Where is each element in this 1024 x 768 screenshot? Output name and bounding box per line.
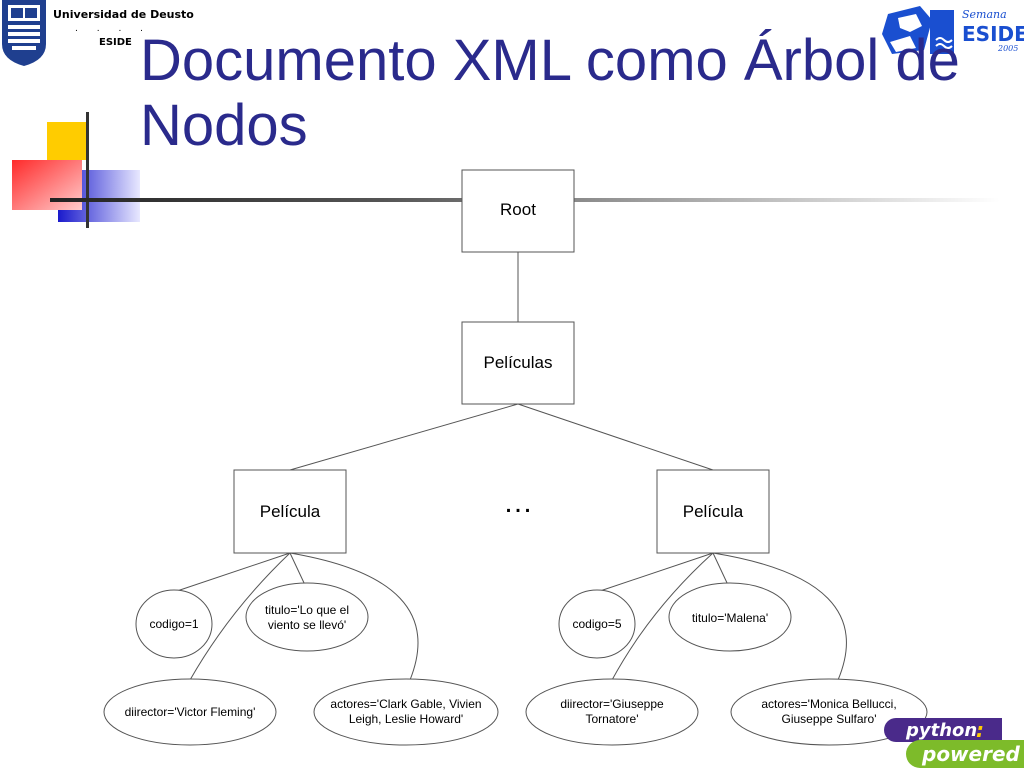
edge-right-director <box>611 552 714 681</box>
python-powered-badge: python : powered <box>884 716 1024 768</box>
leaf-right-actores-label-2: Giuseppe Sulfaro' <box>781 712 877 726</box>
node-peliculas <box>461 321 575 405</box>
leaf-right-director-label-2: Tornatore' <box>585 712 639 726</box>
node-pelicula-right <box>656 469 770 554</box>
semana-eside-logo-line1: Semana <box>962 8 1007 21</box>
node-pelicula-right-label: Película <box>682 502 744 521</box>
node-pelicula-left <box>233 469 347 554</box>
semana-eside-logo-year: 2005 <box>998 44 1019 53</box>
leaf-left-titulo-label-2: viento se llevó' <box>267 618 347 632</box>
leaf-right-titulo-label: titulo='Malena' <box>691 611 769 625</box>
leaf-left-codigo <box>135 589 213 659</box>
edge-left-director <box>189 552 291 681</box>
edge-left-codigo <box>173 552 291 593</box>
python-badge-top <box>884 718 1002 742</box>
python-badge-line2: powered <box>922 742 1020 766</box>
leaf-right-actores <box>730 678 928 746</box>
deco-yellow-square <box>47 122 87 160</box>
university-shield-logo <box>2 0 46 66</box>
edge-peliculas-left <box>289 403 519 471</box>
leaf-left-titulo <box>245 582 369 652</box>
leaf-left-titulo-label-1: titulo='Lo que el <box>264 603 350 617</box>
leaf-right-director-label-1: diirector='Giuseppe <box>560 697 664 711</box>
edge-right-actores <box>712 552 847 681</box>
leaf-left-actores <box>313 678 499 746</box>
leaf-right-codigo <box>558 589 636 659</box>
faculty-name: ESIDE <box>99 37 132 48</box>
leaf-left-director-label: diirector='Victor Fleming' <box>124 705 256 719</box>
node-root <box>461 169 575 253</box>
leaf-left-codigo-label: codigo=1 <box>149 617 199 631</box>
python-badge-line1: python <box>906 720 978 741</box>
edge-peliculas-right <box>517 403 714 471</box>
leaf-right-titulo <box>668 582 792 652</box>
ellipsis-more-nodes: … <box>503 486 533 519</box>
leaf-left-actores-label-1: actores='Clark Gable, Vivien <box>330 697 482 711</box>
leaf-right-actores-label-1: actores='Monica Bellucci, <box>761 697 897 711</box>
leaf-left-director <box>103 678 277 746</box>
university-name: Universidad de Deusto <box>53 8 194 21</box>
semana-eside-logo-line2: ESIDE <box>962 22 1024 46</box>
leaf-left-actores-label-2: Leigh, Leslie Howard' <box>348 712 464 726</box>
python-badge-bottom <box>906 740 1024 768</box>
node-peliculas-label: Películas <box>483 353 553 372</box>
slide-title: Documento XML como Árbol de Nodos <box>140 28 960 158</box>
edge-left-actores <box>289 552 419 681</box>
python-badge-sep: : <box>976 718 984 742</box>
leaf-right-codigo-label: codigo=5 <box>572 617 622 631</box>
node-pelicula-left-label: Película <box>259 502 321 521</box>
edge-left-titulo <box>289 552 306 586</box>
leaf-right-director <box>525 678 699 746</box>
edge-right-codigo <box>596 552 714 593</box>
semana-eside-logo <box>882 6 954 54</box>
node-root-label: Root <box>500 200 536 219</box>
university-dots: . . . . <box>75 24 152 34</box>
deco-vertical-line <box>86 112 89 228</box>
edge-right-titulo <box>712 552 729 586</box>
